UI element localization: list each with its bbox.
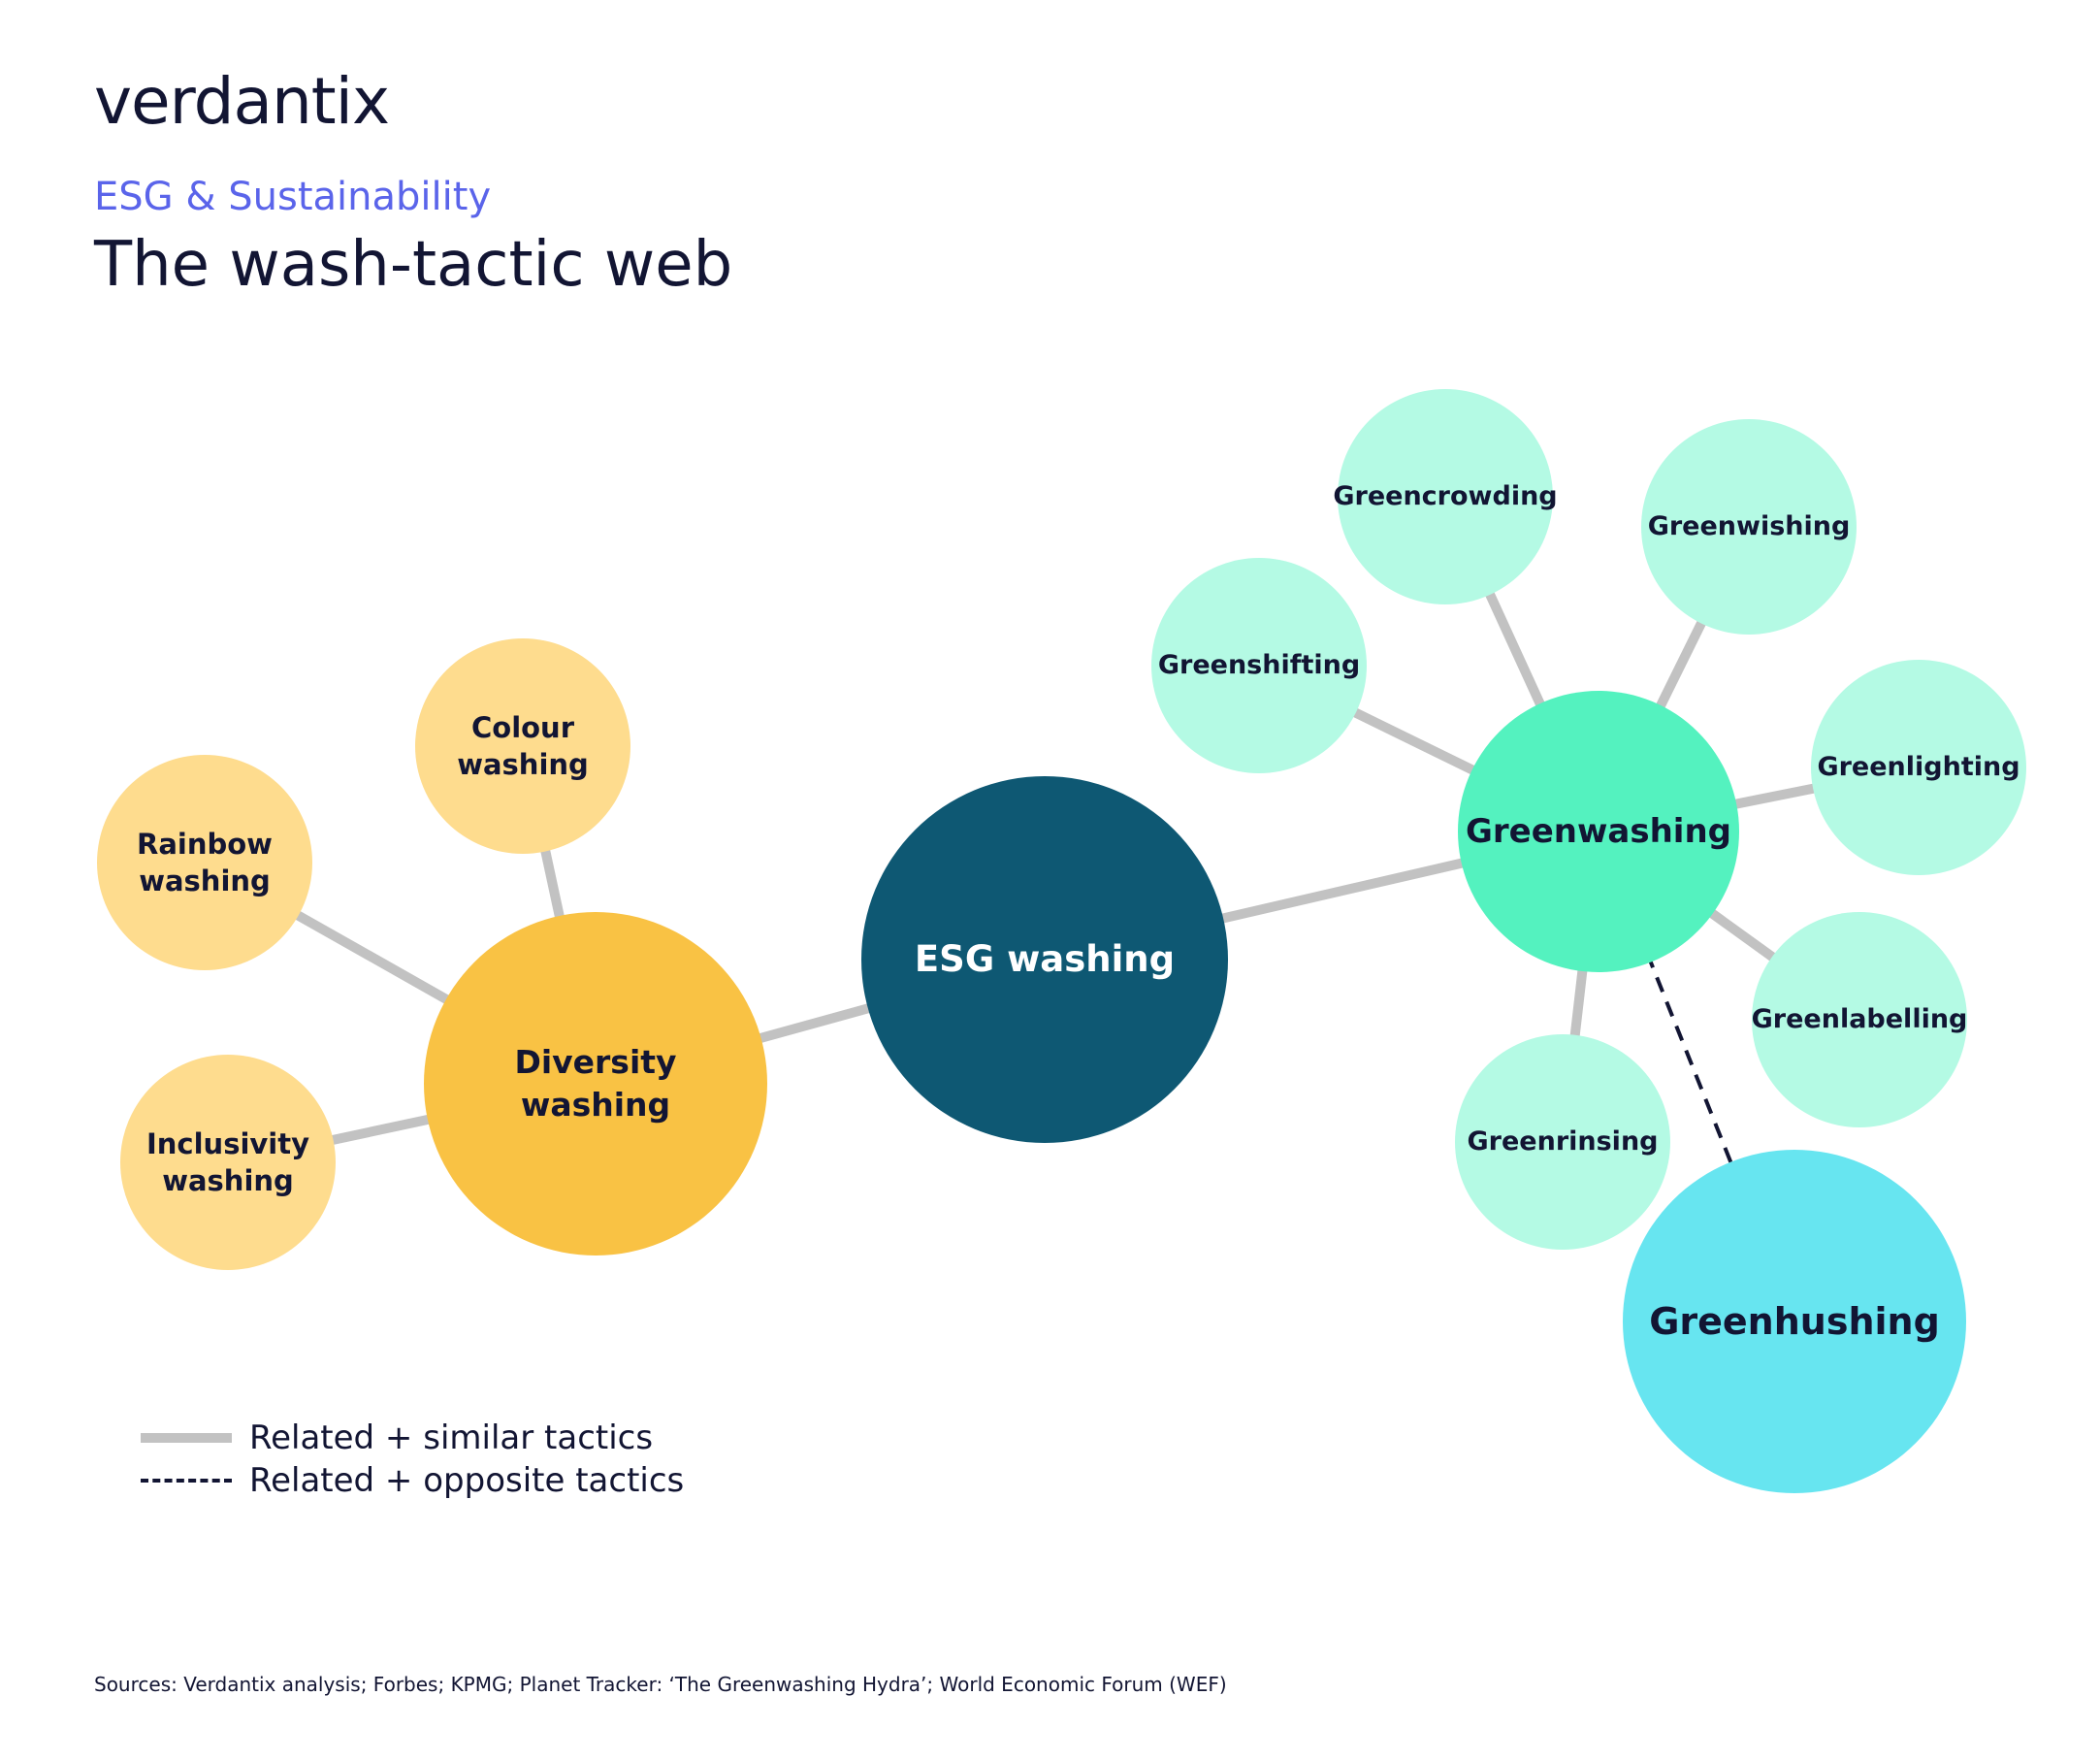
node-greencrowding: Greencrowding xyxy=(1333,389,1558,604)
node-greenlabelling: Greenlabelling xyxy=(1752,912,1967,1127)
node-greenwishing: Greenwishing xyxy=(1641,419,1857,635)
node-greenrinsing: Greenrinsing xyxy=(1455,1034,1670,1250)
node-greenhushing: Greenhushing xyxy=(1623,1150,1966,1493)
legend-label-similar: Related + similar tactics xyxy=(249,1419,654,1457)
verdantix-logo: verdantix xyxy=(94,64,390,139)
legend-item-similar: Related + similar tactics xyxy=(141,1417,684,1459)
category-label: ESG & Sustainability xyxy=(94,175,492,219)
legend: Related + similar tactics Related + oppo… xyxy=(141,1417,684,1502)
node-diversity-washing: Diversity washing xyxy=(424,912,767,1256)
solid-line-swatch xyxy=(141,1433,232,1443)
sources-note: Sources: Verdantix analysis; Forbes; KPM… xyxy=(94,1673,1227,1696)
node-greenshifting: Greenshifting xyxy=(1151,558,1367,773)
node-greenwashing: Greenwashing xyxy=(1458,691,1739,972)
dashed-line-swatch xyxy=(141,1479,232,1483)
legend-item-opposite: Related + opposite tactics xyxy=(141,1459,684,1502)
node-greenlighting: Greenlighting xyxy=(1811,660,2026,875)
page-title: The wash-tactic web xyxy=(94,229,733,301)
legend-label-opposite: Related + opposite tactics xyxy=(249,1461,685,1500)
node-esg-washing: ESG washing xyxy=(861,776,1228,1143)
